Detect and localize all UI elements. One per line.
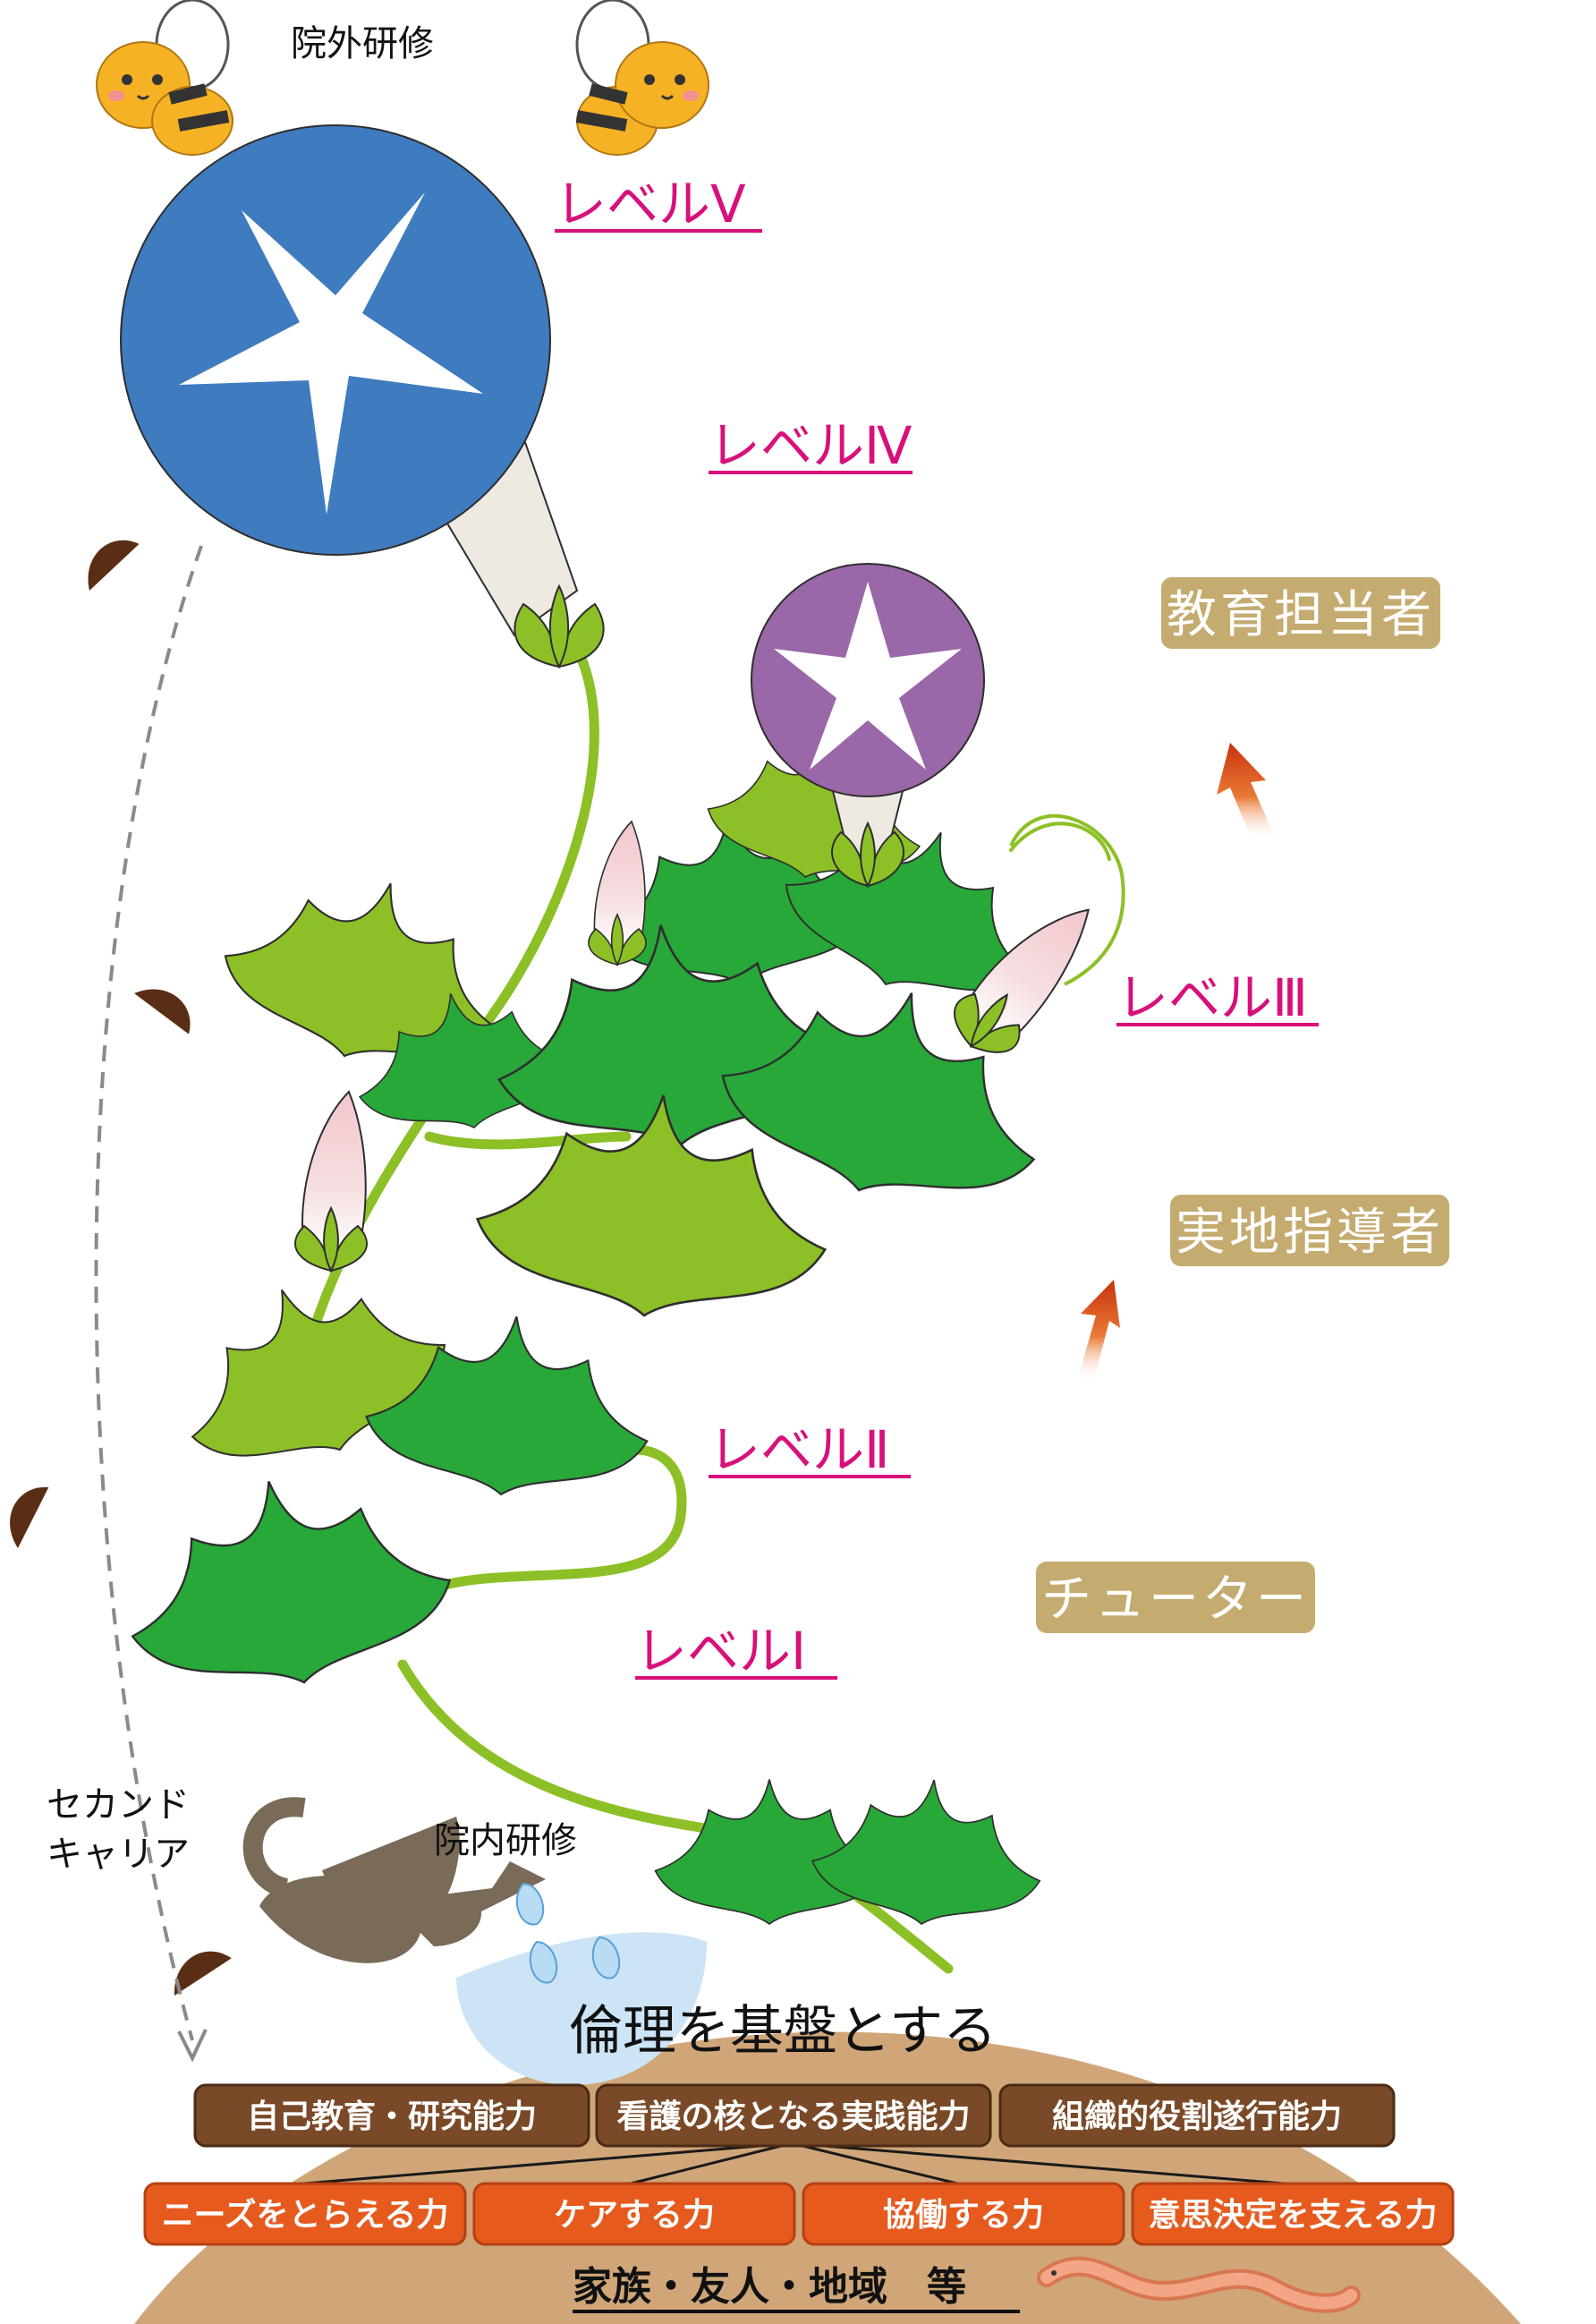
svg-text:組織的役割遂行能力: 組織的役割遂行能力 bbox=[1052, 2098, 1342, 2135]
level-2-label: レベルⅡ bbox=[709, 1419, 911, 1480]
second-career-line1: セカンド bbox=[47, 1784, 190, 1826]
role-badge-field-instructor: 実地指導者 bbox=[1170, 1195, 1449, 1266]
flower-bud bbox=[295, 1092, 367, 1271]
practice-ability-box: ケアする力 bbox=[474, 2184, 794, 2244]
svg-text:自己教育・研究能力: 自己教育・研究能力 bbox=[247, 2098, 537, 2135]
flower-bud bbox=[589, 821, 646, 965]
outside-training-label: 院外研修 bbox=[291, 23, 434, 64]
practice-ability-box: ニーズをとらえる力 bbox=[145, 2184, 465, 2244]
svg-text:家族・友人・地域 等: 家族・友人・地域 等 bbox=[573, 2264, 966, 2310]
second-career-line2: キャリア bbox=[47, 1834, 190, 1875]
seeds bbox=[0, 533, 236, 1996]
level-5-label: レベルⅤ bbox=[555, 174, 762, 234]
svg-text:チューター: チューター bbox=[1041, 1571, 1310, 1629]
svg-text:実地指導者: 実地指導者 bbox=[1176, 1204, 1444, 1262]
svg-text:レベルⅡ: レベルⅡ bbox=[709, 1419, 890, 1480]
svg-text:レベルⅢ: レベルⅢ bbox=[1116, 967, 1308, 1028]
growth-arrow bbox=[1078, 1280, 1120, 1383]
level-1-label: レベルⅠ bbox=[635, 1621, 837, 1681]
level-3-label: レベルⅢ bbox=[1116, 967, 1319, 1028]
practice-ability-box: 協働する力 bbox=[803, 2184, 1124, 2244]
blue-morning-glory bbox=[121, 125, 604, 667]
svg-text:教育担当者: 教育担当者 bbox=[1167, 586, 1435, 644]
svg-text:協働する力: 協働する力 bbox=[883, 2197, 1044, 2234]
svg-text:ニーズをとらえる力: ニーズをとらえる力 bbox=[161, 2196, 448, 2234]
svg-text:レベルⅤ: レベルⅤ bbox=[555, 174, 746, 234]
level-4-label: レベルⅣ bbox=[709, 415, 913, 476]
svg-text:ケアする力: ケアする力 bbox=[554, 2197, 715, 2234]
inside-training-label: 院内研修 bbox=[434, 1820, 577, 1861]
core-ability-box: 看護の核となる実践能力 bbox=[597, 2085, 990, 2146]
role-badge-education-manager: 教育担当者 bbox=[1161, 577, 1440, 649]
svg-text:意思決定を支える力: 意思決定を支える力 bbox=[1149, 2197, 1438, 2234]
bee-icon bbox=[577, 0, 709, 155]
svg-text:看護の核となる実践能力: 看護の核となる実践能力 bbox=[617, 2098, 971, 2135]
growth-arrow bbox=[1217, 743, 1275, 841]
leaves bbox=[110, 724, 1067, 1934]
ethics-foundation: 倫理を基盤とする bbox=[569, 2000, 997, 2063]
bee-icon bbox=[97, 0, 233, 155]
svg-text:レベルⅣ: レベルⅣ bbox=[709, 415, 913, 476]
role-badge-tutor: チューター bbox=[1036, 1562, 1315, 1633]
base-community-label: 家族・友人・地域 等 bbox=[573, 2264, 1020, 2311]
practice-ability-box: 意思決定を支える力 bbox=[1133, 2184, 1453, 2244]
core-ability-box: 自己教育・研究能力 bbox=[195, 2085, 589, 2146]
vines bbox=[304, 640, 1124, 1969]
svg-text:レベルⅠ: レベルⅠ bbox=[635, 1621, 806, 1681]
core-ability-box: 組織的役割遂行能力 bbox=[1000, 2085, 1394, 2146]
